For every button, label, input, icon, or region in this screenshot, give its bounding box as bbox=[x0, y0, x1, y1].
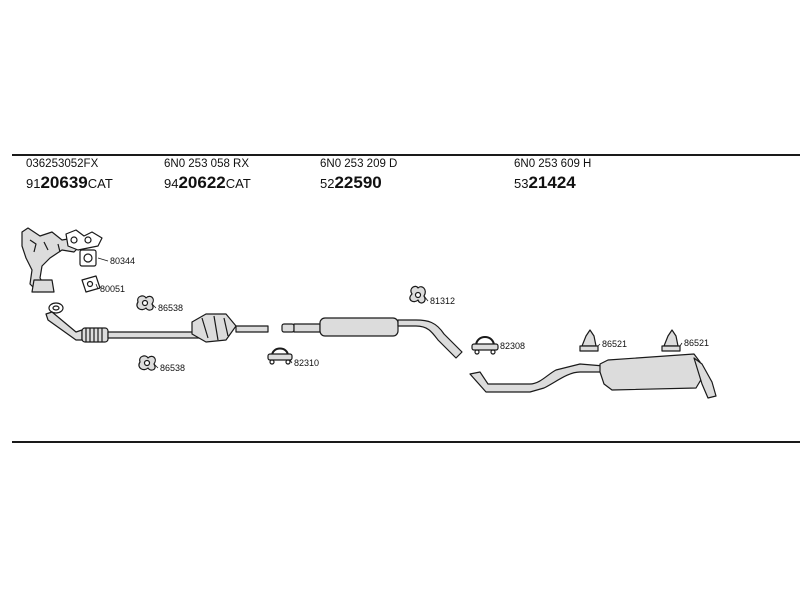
rubber-mount-rear[interactable] bbox=[661, 329, 681, 352]
exhaust-manifold[interactable] bbox=[21, 227, 81, 293]
pipe-clamp[interactable] bbox=[267, 347, 293, 365]
rear-pipe-clamp[interactable] bbox=[471, 336, 499, 355]
part-code: 5321424 bbox=[514, 173, 576, 192]
flange-gasket[interactable] bbox=[81, 275, 101, 293]
label-86538-upper: 86538 bbox=[158, 303, 183, 313]
part-header-catalytic-front[interactable]: 036253052FX 9120639CAT bbox=[26, 158, 113, 192]
exhaust-hanger[interactable] bbox=[409, 285, 426, 304]
part-header-middle-silencer[interactable]: 6N0 253 209 D 5222590 bbox=[320, 158, 397, 192]
part-header-catalytic-converter[interactable]: 6N0 253 058 RX 9420622CAT bbox=[164, 158, 251, 192]
rubber-mount[interactable] bbox=[579, 329, 599, 352]
label-86521-front: 86521 bbox=[602, 339, 627, 349]
rear-silencer[interactable] bbox=[469, 353, 717, 399]
label-80344: 80344 bbox=[110, 256, 135, 266]
bottom-divider bbox=[12, 441, 800, 443]
part-code: 9420622CAT bbox=[164, 173, 251, 192]
part-code: 9120639CAT bbox=[26, 173, 113, 192]
seal-ring-lower[interactable] bbox=[138, 355, 156, 371]
manifold-gasket[interactable] bbox=[65, 229, 103, 251]
oem-number: 036253052FX bbox=[26, 158, 99, 170]
oem-number: 6N0 253 609 H bbox=[514, 158, 592, 170]
label-86521-rear: 86521 bbox=[684, 338, 709, 348]
front-seal-ring[interactable] bbox=[48, 302, 64, 314]
square-gasket[interactable] bbox=[79, 249, 97, 267]
part-header-rear-silencer[interactable]: 6N0 253 609 H 5321424 bbox=[514, 158, 591, 192]
label-82310: 82310 bbox=[294, 358, 319, 368]
label-82308: 82308 bbox=[500, 341, 525, 351]
top-divider bbox=[12, 154, 800, 156]
seal-ring[interactable] bbox=[136, 295, 154, 311]
middle-silencer[interactable] bbox=[281, 317, 463, 359]
label-86538-lower: 86538 bbox=[160, 363, 185, 373]
oem-number: 6N0 253 058 RX bbox=[164, 158, 250, 170]
catalytic-converter[interactable] bbox=[191, 313, 269, 343]
front-pipe[interactable] bbox=[45, 311, 201, 343]
part-code: 5222590 bbox=[320, 173, 382, 192]
label-81312: 81312 bbox=[430, 296, 455, 306]
label-80051: 80051 bbox=[100, 284, 125, 294]
oem-number: 6N0 253 209 D bbox=[320, 158, 398, 170]
